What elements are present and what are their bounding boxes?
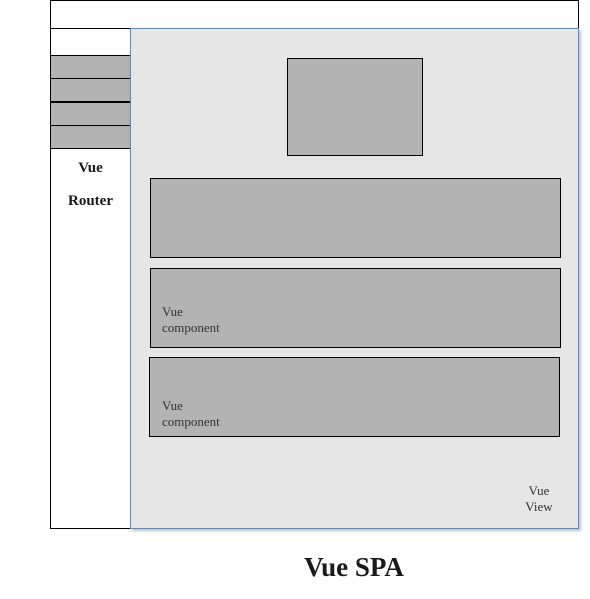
nav-item-1: [50, 55, 131, 79]
component-label-3-line1: Vue: [162, 398, 183, 413]
component-block-1: [150, 178, 561, 258]
top-bar: [50, 0, 579, 29]
component-label-3-line2: component: [162, 414, 220, 429]
diagram-caption: Vue SPA: [304, 552, 404, 582]
nav-item-3: [50, 102, 131, 126]
component-label-2-line1: Vue: [162, 304, 183, 319]
view-label-line1: Vue: [528, 483, 550, 498]
nav-item-2: [50, 78, 131, 102]
view-label: Vue View: [508, 483, 570, 515]
component-label-2-line2: component: [162, 320, 220, 335]
header-image-placeholder: [287, 58, 423, 156]
component-block-2: [150, 268, 561, 348]
router-label-line1: Vue: [78, 160, 103, 176]
component-block-3: [149, 357, 560, 437]
router-label-line2: Router: [68, 193, 113, 209]
view-label-line2: View: [525, 499, 553, 514]
nav-item-4: [50, 125, 131, 149]
